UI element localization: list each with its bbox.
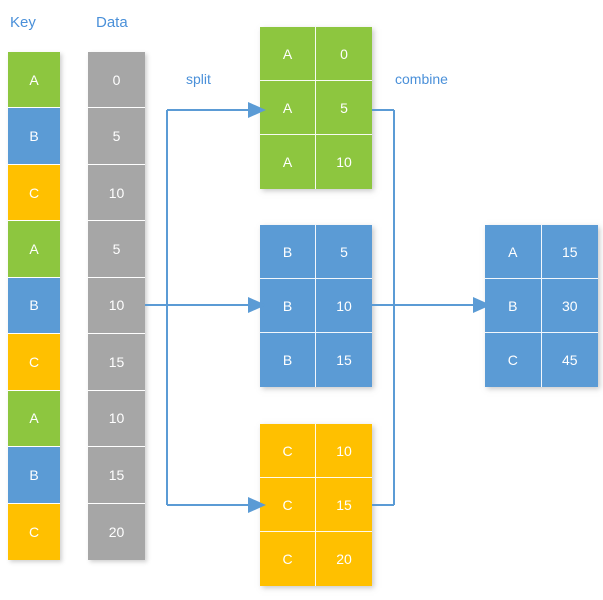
result-key-cell: C [485, 333, 542, 387]
group-value-cell: 5 [316, 81, 372, 135]
data-cell: 15 [88, 447, 145, 504]
data-cell: 20 [88, 503, 145, 560]
group-value-cell: 10 [316, 424, 372, 478]
result-key-cell: A [485, 225, 542, 279]
result-value-cell: 15 [541, 225, 598, 279]
data-cell: 15 [88, 334, 145, 391]
group-key-cell: B [260, 279, 316, 333]
group-key-cell: A [260, 27, 316, 81]
group-key-cell: C [260, 424, 316, 478]
group-value-cell: 10 [316, 135, 372, 189]
group-key-cell: A [260, 135, 316, 189]
data-cell: 0 [88, 52, 145, 109]
group-value-cell: 10 [316, 279, 372, 333]
key-column-header: Key [10, 14, 36, 31]
data-cell: 5 [88, 108, 145, 165]
group-key-cell: B [260, 333, 316, 387]
key-cell: A [8, 390, 60, 448]
combine-label: combine [395, 71, 448, 87]
result-key-cell: B [485, 279, 542, 333]
group-value-cell: 0 [316, 27, 372, 81]
key-cell: C [8, 334, 60, 391]
data-cell: 10 [88, 277, 145, 335]
key-cell: B [8, 277, 60, 335]
data-column-header: Data [96, 14, 128, 31]
group-key-cell: B [260, 225, 316, 279]
group-key-cell: C [260, 478, 316, 532]
key-cell: A [8, 221, 60, 278]
key-cell: B [8, 108, 60, 165]
result-value-cell: 30 [541, 279, 598, 333]
group-value-cell: 20 [316, 532, 372, 586]
key-cell: C [8, 503, 60, 560]
key-cell: C [8, 164, 60, 222]
data-cell: 5 [88, 221, 145, 278]
group-key-cell: C [260, 532, 316, 586]
group-value-cell: 15 [316, 478, 372, 532]
split-label: split [186, 71, 211, 87]
group-value-cell: 15 [316, 333, 372, 387]
data-cell: 10 [88, 164, 145, 222]
result-value-cell: 45 [541, 333, 598, 387]
data-cell: 10 [88, 390, 145, 448]
group-value-cell: 5 [316, 225, 372, 279]
key-cell: A [8, 52, 60, 109]
key-cell: B [8, 447, 60, 504]
group-key-cell: A [260, 81, 316, 135]
